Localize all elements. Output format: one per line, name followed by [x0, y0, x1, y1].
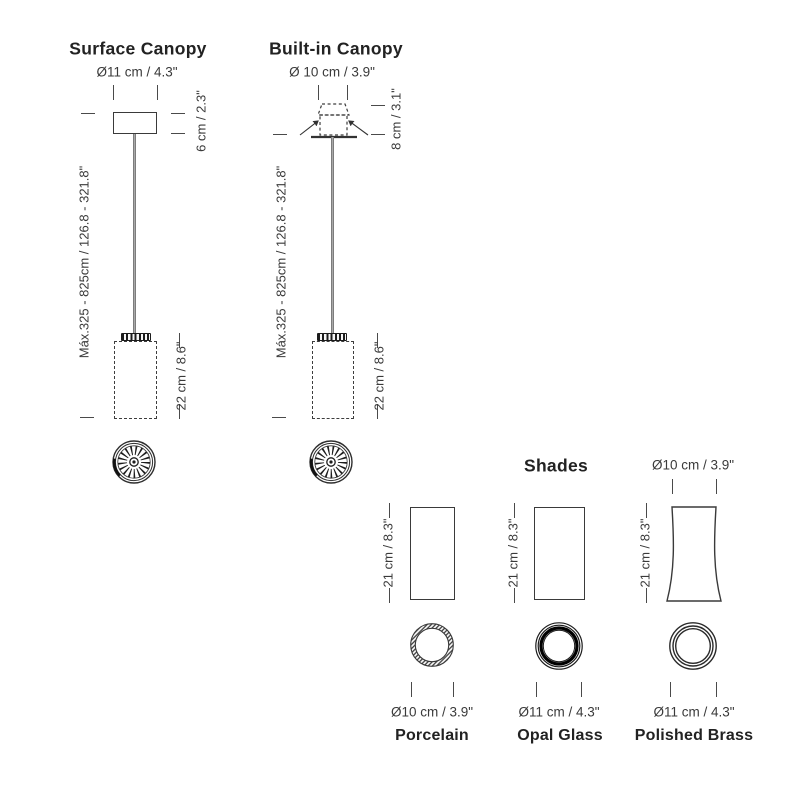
dimension-tick — [157, 85, 159, 100]
dimension-tick — [670, 682, 672, 697]
dimension-tick — [646, 503, 648, 518]
diffuser-bottom-view-icon — [112, 440, 156, 484]
polished-brass-shade-outline — [666, 506, 722, 602]
dimension-tick — [581, 682, 583, 697]
dimension-tick — [171, 113, 185, 115]
dimension-tick — [272, 417, 286, 419]
built-in-shade-height-label: 22 cm / 8.6" — [371, 341, 387, 411]
dimension-tick — [80, 417, 94, 419]
diffuser-bottom-view-icon — [309, 440, 353, 484]
surface-shade-height-label: 22 cm / 8.6" — [173, 341, 189, 411]
opal-glass-shade-outline — [534, 507, 585, 600]
opal-glass-height-label: 21 cm / 8.3" — [505, 518, 521, 588]
dimension-tick — [716, 682, 718, 697]
dimension-tick — [171, 133, 185, 135]
dimension-tick — [716, 479, 718, 494]
dimension-tick — [273, 134, 287, 136]
surface-shade-outline-dashed — [114, 341, 157, 419]
dimension-tick — [179, 333, 181, 348]
porcelain-bottom-view-icon — [410, 623, 454, 667]
built-in-canopy-diameter-label: Ø 10 cm / 3.9" — [289, 64, 375, 80]
shade-cap — [121, 333, 151, 341]
variant-name-polished-brass: Polished Brass — [634, 727, 754, 744]
built-in-max-drop-label: Máx.325 - 825cm / 126.8 - 321.8" — [273, 165, 289, 359]
dimension-tick — [347, 85, 349, 100]
dimension-tick — [371, 134, 385, 136]
opal-glass-bottom-view-icon — [535, 622, 583, 670]
surface-max-drop-label: Máx.325 - 825cm / 126.8 - 321.8" — [76, 165, 92, 359]
built-in-shade-outline-dashed — [312, 341, 354, 419]
built-in-canopy-height-label: 8 cm / 3.1" — [388, 88, 404, 150]
built-in-canopy-title: Built-in Canopy — [269, 38, 403, 59]
dimension-tick — [453, 682, 455, 697]
shade-cap — [317, 333, 347, 341]
surface-canopy-outline — [113, 112, 157, 134]
dimension-tick — [179, 404, 181, 419]
dimension-tick — [371, 105, 385, 107]
dimension-tick — [411, 682, 413, 697]
surface-canopy-title: Surface Canopy — [69, 38, 207, 59]
pendant-cord — [331, 137, 334, 334]
polished-brass-height-label: 21 cm / 8.3" — [637, 518, 653, 588]
porcelain-height-label: 21 cm / 8.3" — [380, 518, 396, 588]
variant-name-opal-glass: Opal Glass — [517, 727, 603, 744]
dimension-tick — [377, 333, 379, 348]
dimension-tick — [646, 588, 648, 603]
polished-brass-bottom-diameter-label: Ø11 cm / 4.3" — [653, 704, 735, 720]
dimension-tick — [514, 588, 516, 603]
dimension-tick — [389, 503, 391, 518]
shades-top-diameter-label: Ø10 cm / 3.9" — [651, 457, 735, 473]
pendant-cord — [133, 134, 136, 334]
dimension-tick — [389, 588, 391, 603]
polished-brass-bottom-view-icon — [669, 622, 717, 670]
dimension-tick — [672, 479, 674, 494]
dimension-tick — [318, 85, 320, 100]
opal-glass-bottom-diameter-label: Ø11 cm / 4.3" — [518, 704, 600, 720]
dimension-tick — [536, 682, 538, 697]
porcelain-shade-outline — [410, 507, 455, 600]
dimension-tick — [81, 113, 95, 115]
surface-canopy-diameter-label: Ø11 cm / 4.3" — [96, 64, 178, 80]
porcelain-bottom-diameter-label: Ø10 cm / 3.9" — [390, 704, 474, 720]
dimension-tick — [514, 503, 516, 518]
built-in-canopy-outline — [299, 103, 369, 139]
dimension-tick — [113, 85, 115, 100]
surface-canopy-height-label: 6 cm / 2.3" — [193, 90, 209, 152]
variant-name-porcelain: Porcelain — [395, 727, 469, 744]
dimension-tick — [377, 404, 379, 419]
shades-title: Shades — [523, 455, 589, 476]
